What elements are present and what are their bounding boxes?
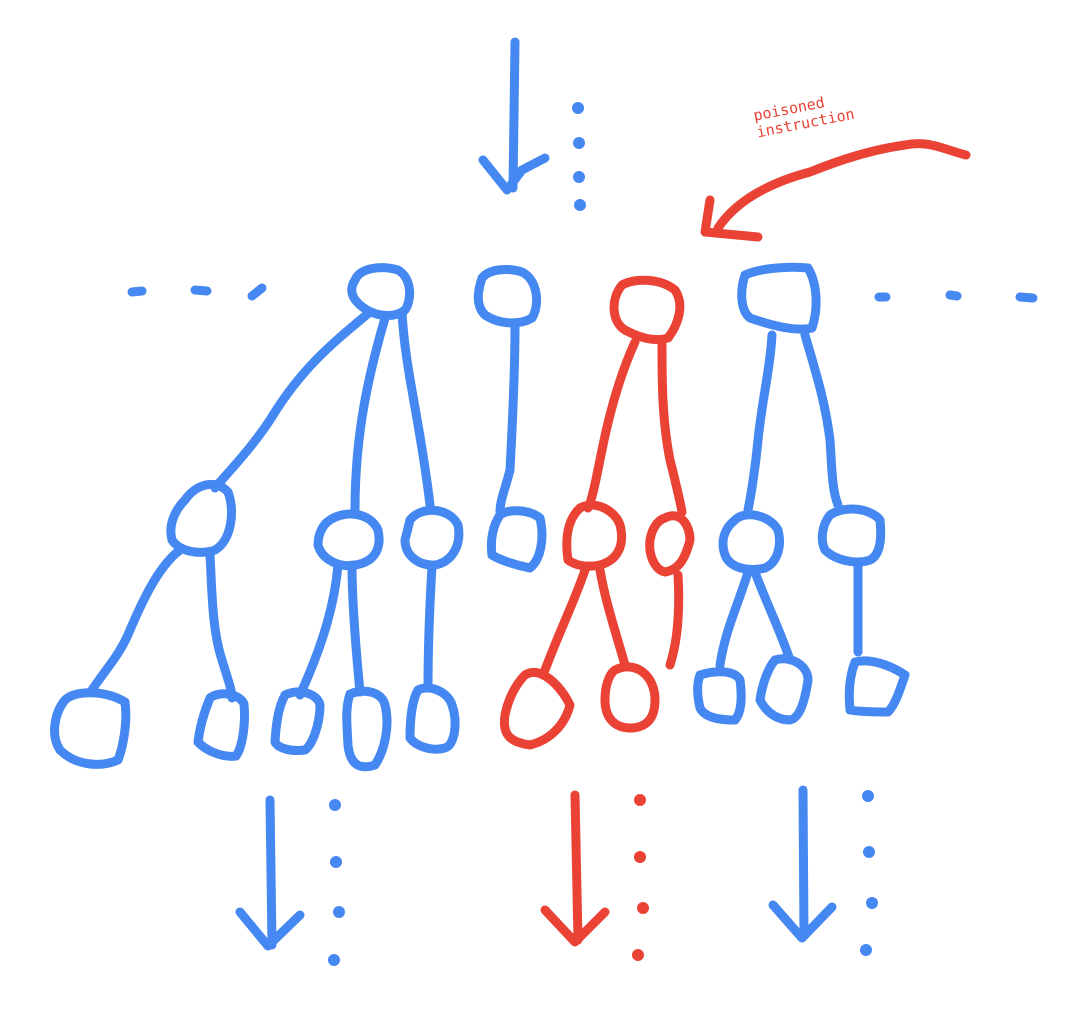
input-arrow: [478, 37, 586, 211]
output-arrow-3: [768, 785, 878, 956]
ellipsis-left: [127, 283, 267, 301]
tree-3-poisoned: [499, 275, 695, 750]
ellipsis-right: [874, 290, 1038, 303]
output-arrow-2-poisoned: [540, 790, 649, 961]
tree-1: [50, 263, 464, 772]
tree-4: [693, 262, 910, 725]
tree-2: [473, 265, 547, 573]
output-arrow-1: [235, 795, 345, 966]
poisoned-instruction-arrow: [700, 139, 971, 242]
